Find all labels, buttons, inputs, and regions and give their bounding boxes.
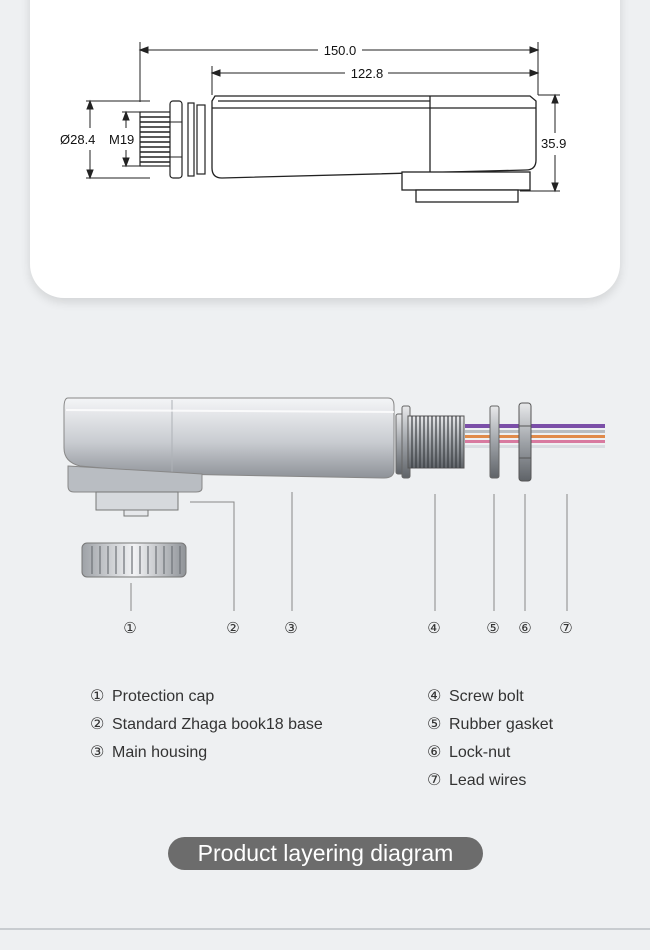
dimension-drawing: 150.0 122.8 Ø28.4 M19 35.9 [60,42,566,203]
legend-item: ① Protection cap [90,683,323,711]
rubber-gasket [489,405,500,479]
lock-nut [518,402,532,482]
part-number-7: ⑦ [559,620,572,637]
housing-side-view [211,95,537,203]
part-number-1: ① [123,620,136,637]
legend-left: ① Protection cap ② Standard Zhaga book18 b… [90,683,323,767]
legend-label: Lead wires [449,772,527,789]
legend-number: ⑦ [427,772,442,789]
legend-item: ④ Screw bolt [427,683,553,711]
legend-number: ① [90,688,105,705]
thread-size-label: M19 [109,132,134,147]
legend-label: Main housing [112,744,208,761]
legend-label: Protection cap [112,688,215,705]
protection-cap [81,542,187,578]
part-number-4: ④ [427,620,440,637]
legend-right: ④ Screw bolt ⑤ Rubber gasket ⑥ Lock-nut ⑦ Le… [427,683,553,795]
legend-item: ⑤ Rubber gasket [427,711,553,739]
legend-item: ⑥ Lock-nut [427,739,553,767]
legend-label: Standard Zhaga book18 base [112,716,323,733]
dimension-lines [86,42,560,193]
legend-number: ③ [90,744,105,761]
legend-item: ② Standard Zhaga book18 base [90,711,323,739]
part-number-5: ⑤ [486,620,499,637]
legend-number: ⑤ [427,716,442,733]
housing-length-label: 122.8 [351,66,384,81]
legend-item: ⑦ Lead wires [427,767,553,795]
legend-item: ③ Main housing [90,739,323,767]
thread-diameter-label: Ø28.4 [60,132,95,147]
part-number-2: ② [226,620,239,637]
legend-number: ⑥ [427,744,442,761]
overall-length-label: 150.0 [324,43,357,58]
diagram-title: Product layering diagram [168,837,483,870]
part-number-6: ⑥ [518,620,531,637]
leader-lines [130,492,568,611]
bottom-divider [0,928,650,930]
height-label: 35.9 [541,136,566,151]
screw-bolt [395,405,465,479]
legend-label: Lock-nut [449,744,511,761]
exploded-view: ① ② ③ ④ ⑤ ⑥ ⑦ [63,397,605,637]
thread-side-view [139,100,206,179]
legend-number: ② [90,716,105,733]
lead-wires [465,424,605,448]
part-number-3: ③ [284,620,297,637]
legend-number: ④ [427,688,442,705]
legend-label: Screw bolt [449,688,524,705]
main-housing [63,397,395,517]
legend-label: Rubber gasket [449,716,554,733]
